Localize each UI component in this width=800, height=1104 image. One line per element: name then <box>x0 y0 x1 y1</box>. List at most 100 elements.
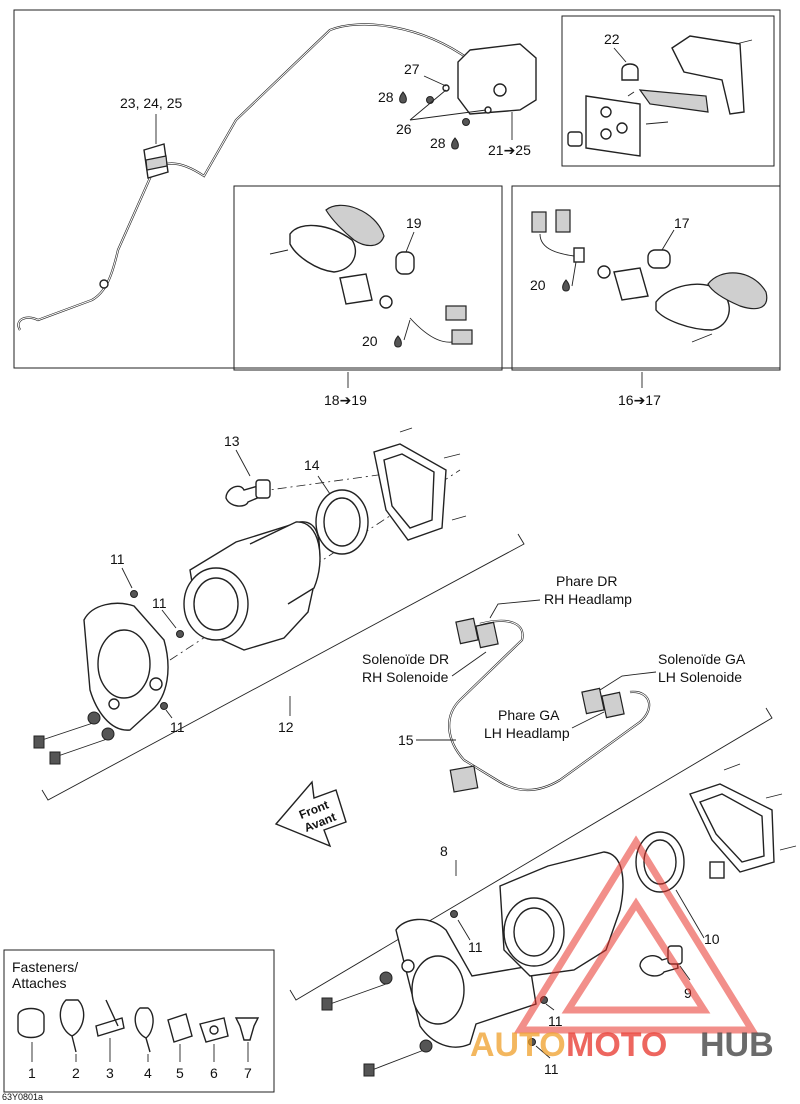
rh-retaining-ring-inner <box>323 497 361 547</box>
fastener-item-2: 2 <box>72 1065 80 1081</box>
callout-20b: 20 <box>530 277 546 293</box>
callout-11a: 11 <box>110 551 125 567</box>
rh-signal-lens <box>289 224 357 273</box>
callout-10: 10 <box>704 931 720 947</box>
rh-bolt-head-2 <box>49 751 61 765</box>
watermark-triangle-inner-icon <box>561 897 711 1014</box>
fastener-item-3: 3 <box>106 1065 114 1081</box>
rh-screw-11c <box>160 702 168 710</box>
taillight-bulb-hole <box>493 83 507 97</box>
rh-signal-bulb <box>395 251 415 275</box>
rh-bulb-base <box>255 479 271 499</box>
rh-signal-socket <box>339 273 373 305</box>
harness-clip <box>99 279 109 289</box>
callout-17: 17 <box>674 215 690 231</box>
lh-rear-bracket-inner <box>699 793 765 863</box>
rh-plate-opening <box>97 629 151 699</box>
callout-leader-14 <box>317 475 331 495</box>
taillight-screw-a <box>735 39 753 45</box>
push-rivet-icon <box>234 1017 260 1041</box>
lh-plate-hole <box>401 959 415 973</box>
lh-solenoid-connector <box>581 687 605 715</box>
rh-bracket-screw-3 <box>451 515 467 521</box>
strap-tie-icon <box>134 1007 154 1053</box>
fasteners-title-line1: Fasteners/ <box>12 959 78 975</box>
callout-leader-11d <box>457 919 471 941</box>
callout-20a: 20 <box>362 333 378 349</box>
rh-signal-gasket <box>379 295 393 309</box>
lh-headlamp-en-label: LH Headlamp <box>484 725 570 741</box>
callout-12: 12 <box>278 719 294 735</box>
rh-adjust-bolt-1 <box>41 721 97 741</box>
lh-signal-bulb-holder <box>573 247 585 263</box>
lh-headlamp-leader <box>571 711 605 729</box>
lh-signal-bulb <box>647 249 671 269</box>
lh-headlamp-assembly: 8 10 9 <box>289 707 797 1077</box>
rh-bolt-grommet-2 <box>101 727 115 741</box>
lh-screw-11d <box>450 910 458 918</box>
lh-bolt-head-1 <box>321 997 333 1011</box>
figure-code: 63Y0801a <box>2 1092 43 1102</box>
taillight-plate-hole-2 <box>616 122 628 134</box>
watermark-text-moto: MOTO <box>566 1026 667 1064</box>
callout-leader-11c <box>165 709 173 719</box>
callout-leader-20b <box>571 261 577 287</box>
taillight-socket <box>567 131 583 147</box>
taillight-bulb <box>621 63 639 81</box>
callout-leader-9 <box>679 965 691 981</box>
taillight-panel: 23, 24, 25 27 28 26 28 21➔25 22 <box>13 9 781 369</box>
taillight-reflector <box>638 89 709 113</box>
rh-assembly-bracket-line <box>41 533 525 801</box>
front-arrow-icon <box>274 780 347 848</box>
callout-leader-26 <box>409 89 487 121</box>
callout-26: 26 <box>396 121 412 137</box>
callout-15: 15 <box>398 732 414 748</box>
callout-13: 13 <box>224 433 240 449</box>
rh-bolt-grommet-1 <box>87 711 101 725</box>
oil-drop-icon <box>394 335 402 348</box>
fastener-item-6: 6 <box>210 1065 218 1081</box>
headlamp-harness-wire-core <box>448 620 650 791</box>
cable-clip-hole-icon <box>209 1025 219 1035</box>
rh-signal-panel: 19 20 18➔19 <box>233 185 503 408</box>
harness-connector-cap <box>145 155 168 171</box>
rh-signal-reflector <box>325 204 385 247</box>
taillight-screw-1 <box>426 96 434 104</box>
lh-signal-gasket <box>597 265 611 279</box>
watermark-text-hub: HUB <box>700 1026 774 1064</box>
watermark-text-auto: AUTO <box>470 1026 566 1064</box>
front-direction-arrow: Front Avant <box>274 780 347 848</box>
lh-bracket-screw-1 <box>723 763 741 771</box>
rh-signal-frame <box>233 185 503 371</box>
callout-28b: 28 <box>430 135 446 151</box>
callout-8: 8 <box>440 843 448 859</box>
hose-clamp-icon <box>17 1007 45 1039</box>
taillight-washer-1 <box>442 84 450 92</box>
callout-23-24-25: 23, 24, 25 <box>120 95 182 111</box>
lh-signal-socket <box>613 267 649 301</box>
lh-bracket-screw-2 <box>765 793 783 799</box>
rh-headlamp-cylinder <box>249 521 321 605</box>
rh-signal-connector <box>445 305 467 321</box>
taillight-plate-hole-1 <box>600 106 612 118</box>
callout-11b: 11 <box>152 595 167 611</box>
lh-solenoid-leader <box>599 671 657 691</box>
rh-headlamp-lens <box>193 577 239 631</box>
lh-screw-11f <box>528 1038 536 1046</box>
rh-plate-hole-2 <box>108 698 120 710</box>
callout-9: 9 <box>684 985 692 1001</box>
rh-headlamp-assembly: 13 14 11 11 11 12 <box>33 427 525 801</box>
callout-leader-22 <box>613 47 627 63</box>
rh-headlamp-leader <box>489 599 541 619</box>
rh-signal-screw <box>269 249 289 255</box>
rh-bracket-screw-1 <box>399 427 413 433</box>
rh-rear-bracket-inner <box>383 453 435 529</box>
lh-adjust-bolt-2 <box>371 1049 425 1071</box>
lh-headlamp-connector <box>601 691 625 719</box>
rh-screw-11b <box>176 630 184 638</box>
fastener-item-4: 4 <box>144 1065 152 1081</box>
callout-16-17: 16➔17 <box>618 392 661 408</box>
watermark-triangle-icon <box>513 835 759 1034</box>
callout-leader-27 <box>423 75 447 87</box>
